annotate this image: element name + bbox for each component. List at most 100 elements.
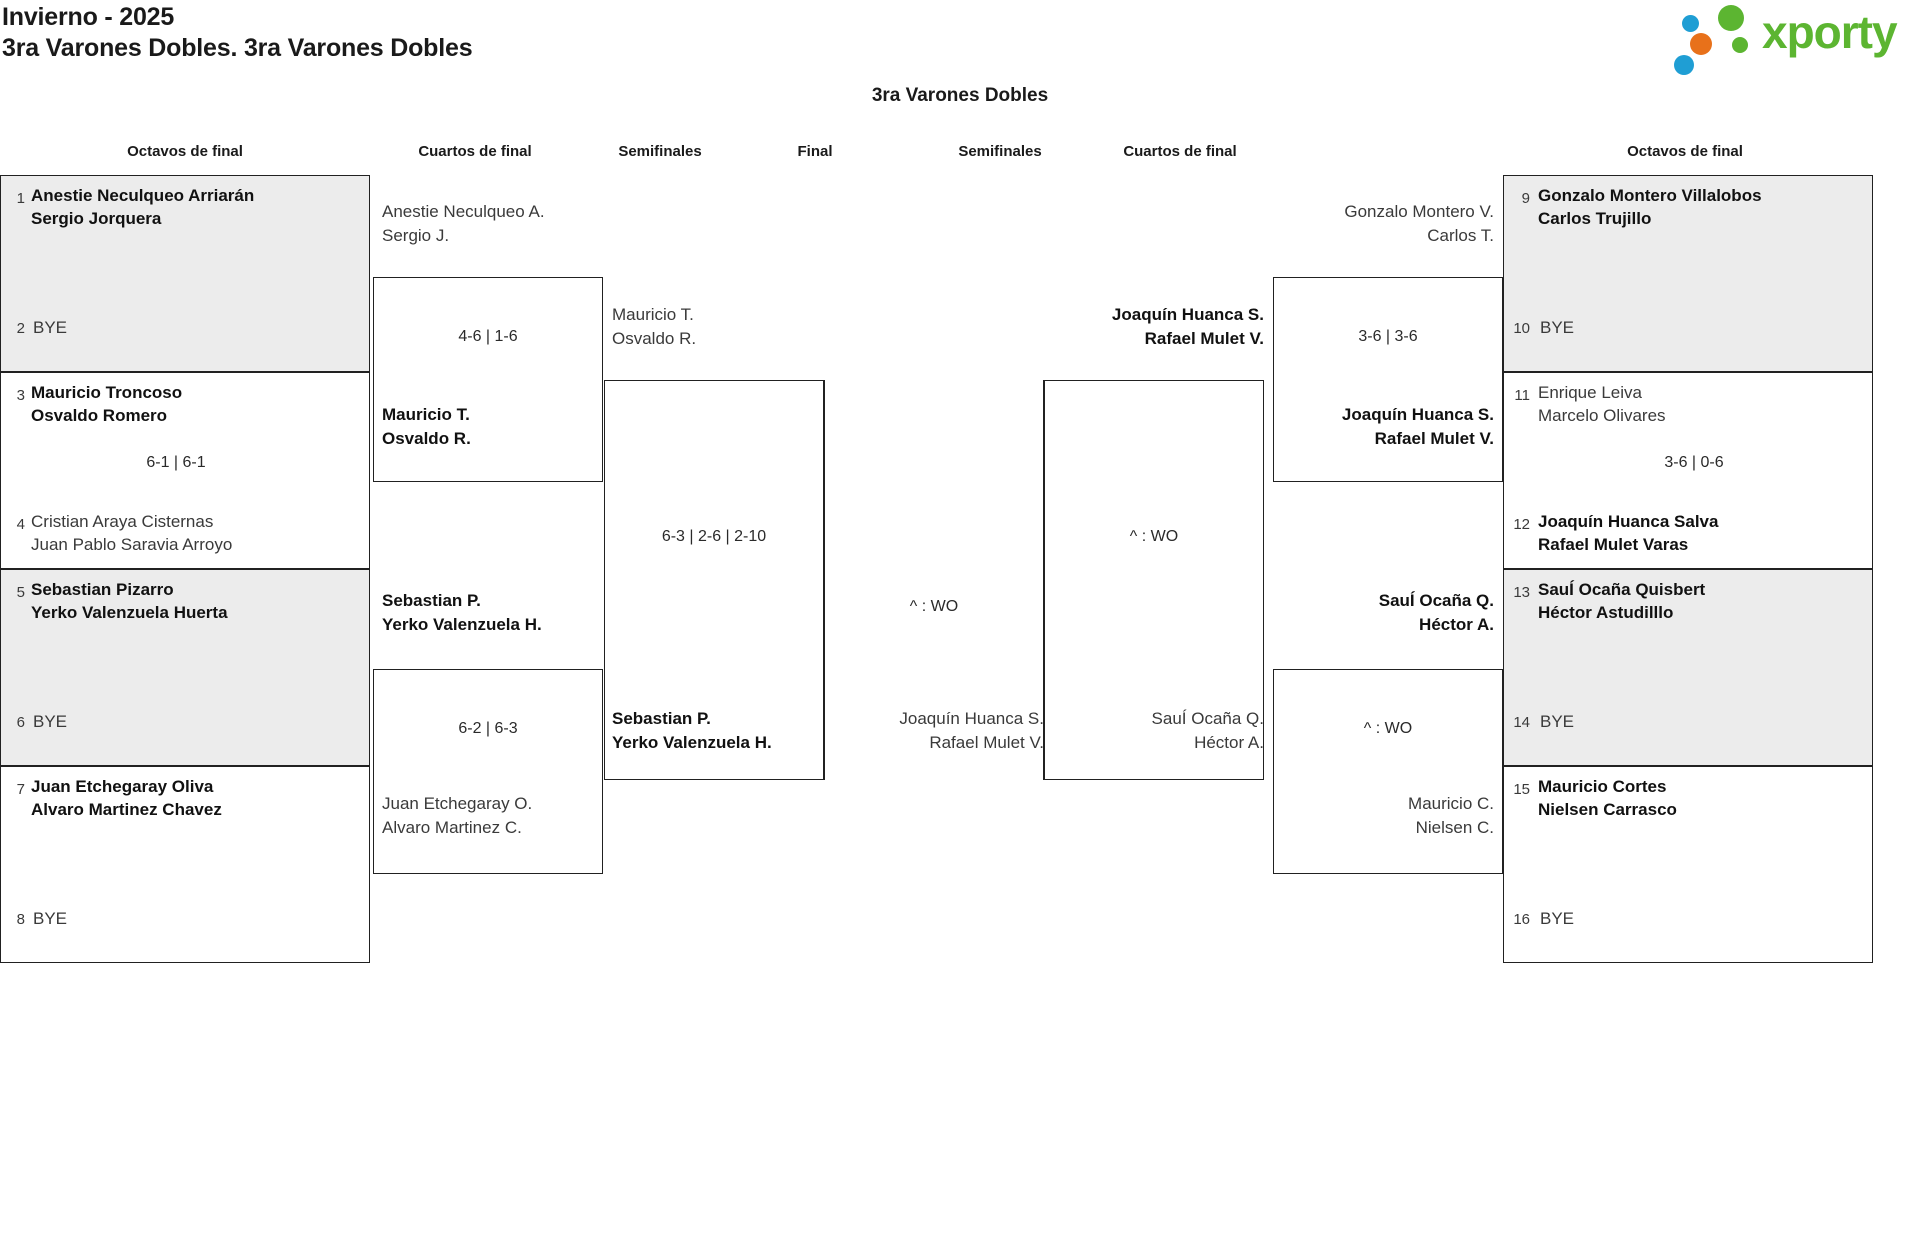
right-qf-player-name: Joaquín Huanca S. (1341, 405, 1494, 424)
round-header-left-qf: Cuartos de final (418, 143, 532, 160)
final-right-player-name: Joaquín Huanca S. (899, 709, 1044, 728)
bye-label: BYE (1540, 712, 1575, 731)
player-name: Mauricio Troncoso (31, 383, 183, 402)
player-name: Héctor Astudilllo (1538, 603, 1674, 622)
right-qf-player-name: Nielsen C. (1415, 818, 1494, 837)
player-name: SauÍ Ocaña Quisbert (1538, 580, 1706, 599)
right-r16-match-3[interactable]: 13 SauÍ Ocaña Quisbert Héctor Astudilllo… (1503, 569, 1873, 766)
round-header-left-r16: Octavos de final (127, 143, 243, 160)
right-qf-match-1[interactable]: 3-6 | 3-6 (1273, 277, 1503, 482)
left-sf-match[interactable]: 6-3 | 2-6 | 2-10 (604, 380, 824, 780)
left-qf-player-name: Juan Etchegaray O. (382, 794, 533, 813)
round-header-right-r16: Octavos de final (1627, 143, 1743, 160)
xporty-logo: xporty (1674, 3, 1912, 75)
left-r16-match-4[interactable]: 7 Juan Etchegaray Oliva Alvaro Martinez … (0, 766, 370, 963)
right-sf-player-name: Joaquín Huanca S. (1111, 305, 1264, 324)
player-name: Anestie Neculqueo Arriarán (31, 186, 255, 205)
right-qf-player-name: Carlos T. (1427, 226, 1494, 245)
page-subtitle: 3ra Varones Dobles. 3ra Varones Dobles (2, 34, 473, 62)
right-qf-player-name: Rafael Mulet V. (1374, 429, 1494, 448)
right-r16-match-1[interactable]: 9 Gonzalo Montero Villalobos Carlos Truj… (1503, 175, 1873, 372)
player-name: Alvaro Martinez Chavez (31, 800, 222, 819)
seed-number: 13 (1513, 584, 1530, 601)
right-sf-player-name: Rafael Mulet V. (1144, 329, 1264, 348)
left-qf-player-name: Sebastian P. (382, 591, 481, 610)
bye-label: BYE (33, 909, 68, 928)
match-score: 3-6 | 3-6 (1358, 328, 1418, 345)
match-score: ^ : WO (909, 598, 959, 615)
left-sf-player-name: Osvaldo R. (612, 329, 697, 348)
round-header-left-sf: Semifinales (618, 143, 702, 160)
seed-number: 1 (16, 190, 25, 207)
seed-number: 11 (1514, 387, 1530, 404)
right-sf-player-name: SauÍ Ocaña Q. (1151, 709, 1264, 728)
left-qf-player-name: Osvaldo R. (382, 429, 471, 448)
right-sf-match[interactable]: ^ : WO (1044, 380, 1264, 780)
player-name: Juan Pablo Saravia Arroyo (31, 535, 233, 554)
seed-number: 2 (16, 320, 25, 337)
final-match[interactable]: ^ : WO (824, 380, 1044, 780)
seed-number: 10 (1513, 320, 1530, 337)
round-header-final: Final (797, 143, 833, 160)
left-qf-player-name: Sergio J. (382, 226, 450, 245)
bye-label: BYE (1540, 909, 1575, 928)
player-name: Yerko Valenzuela Huerta (31, 603, 228, 622)
match-score: 6-1 | 6-1 (146, 454, 206, 471)
seed-number: 3 (16, 387, 25, 404)
seed-number: 6 (16, 714, 25, 731)
right-r16-match-2[interactable]: 11 Enrique Leiva Marcelo Olivares 3-6 | … (1503, 372, 1873, 569)
logo-dot-blue-bottom (1674, 55, 1694, 75)
left-qf-match-1[interactable]: 4-6 | 1-6 (373, 277, 603, 482)
seed-number: 9 (1521, 190, 1530, 207)
bye-label: BYE (1540, 318, 1575, 337)
right-qf-player-name: Héctor A. (1419, 615, 1494, 634)
seed-number: 15 (1513, 781, 1530, 798)
right-qf-player-name: Mauricio C. (1408, 794, 1494, 813)
seed-number: 4 (16, 516, 25, 533)
right-sf-player-name: Héctor A. (1194, 733, 1264, 752)
match-score: ^ : WO (1129, 528, 1179, 545)
right-r16-match-4[interactable]: 15 Mauricio Cortes Nielsen Carrasco 16 B… (1503, 766, 1873, 963)
logo-dot-green-large (1718, 5, 1744, 31)
bracket-title: 3ra Varones Dobles (871, 85, 1049, 106)
player-name: Osvaldo Romero (31, 406, 168, 425)
left-sf-player-name: Yerko Valenzuela H. (612, 733, 772, 752)
match-score: 6-3 | 2-6 | 2-10 (661, 528, 767, 545)
player-name: Marcelo Olivares (1538, 406, 1666, 425)
match-score: 3-6 | 0-6 (1664, 454, 1724, 471)
player-name: Enrique Leiva (1538, 383, 1642, 402)
right-qf-match-2[interactable]: ^ : WO (1273, 669, 1503, 874)
seed-number: 16 (1513, 911, 1530, 928)
logo-dot-orange (1690, 33, 1712, 55)
left-sf-player-name: Sebastian P. (612, 709, 711, 728)
player-name: Mauricio Cortes (1538, 777, 1667, 796)
player-name: Joaquín Huanca Salva (1538, 512, 1719, 531)
left-sf-player-name: Mauricio T. (612, 305, 694, 324)
right-qf-player-name: Gonzalo Montero V. (1344, 202, 1494, 221)
left-r16-match-1[interactable]: 1 Anestie Neculqueo Arriarán Sergio Jorq… (0, 175, 370, 372)
logo-wordmark: xporty (1762, 6, 1898, 58)
match-score: 6-2 | 6-3 (458, 720, 518, 737)
seed-number: 8 (16, 911, 25, 928)
player-name: Sebastian Pizarro (31, 580, 174, 599)
player-name: Juan Etchegaray Oliva (31, 777, 214, 796)
seed-number: 7 (16, 781, 25, 798)
player-name: Sergio Jorquera (31, 209, 162, 228)
player-name: Cristian Araya Cisternas (31, 512, 214, 531)
left-qf-player-name: Anestie Neculqueo A. (382, 202, 545, 221)
round-header-right-sf: Semifinales (958, 143, 1042, 160)
match-score: 4-6 | 1-6 (458, 328, 518, 345)
seed-number: 12 (1513, 516, 1530, 533)
final-right-player-name: Rafael Mulet V. (929, 733, 1044, 752)
left-r16-match-3[interactable]: 5 Sebastian Pizarro Yerko Valenzuela Hue… (0, 569, 370, 766)
player-name: Nielsen Carrasco (1538, 800, 1677, 819)
bye-label: BYE (33, 318, 68, 337)
left-qf-match-2[interactable]: 6-2 | 6-3 (373, 669, 603, 874)
bye-label: BYE (33, 712, 68, 731)
player-name: Gonzalo Montero Villalobos (1538, 186, 1762, 205)
left-r16-match-2[interactable]: 3 Mauricio Troncoso Osvaldo Romero 6-1 |… (0, 372, 370, 569)
left-qf-player-name: Yerko Valenzuela H. (382, 615, 542, 634)
player-name: Rafael Mulet Varas (1538, 535, 1689, 554)
seed-number: 5 (16, 584, 25, 601)
